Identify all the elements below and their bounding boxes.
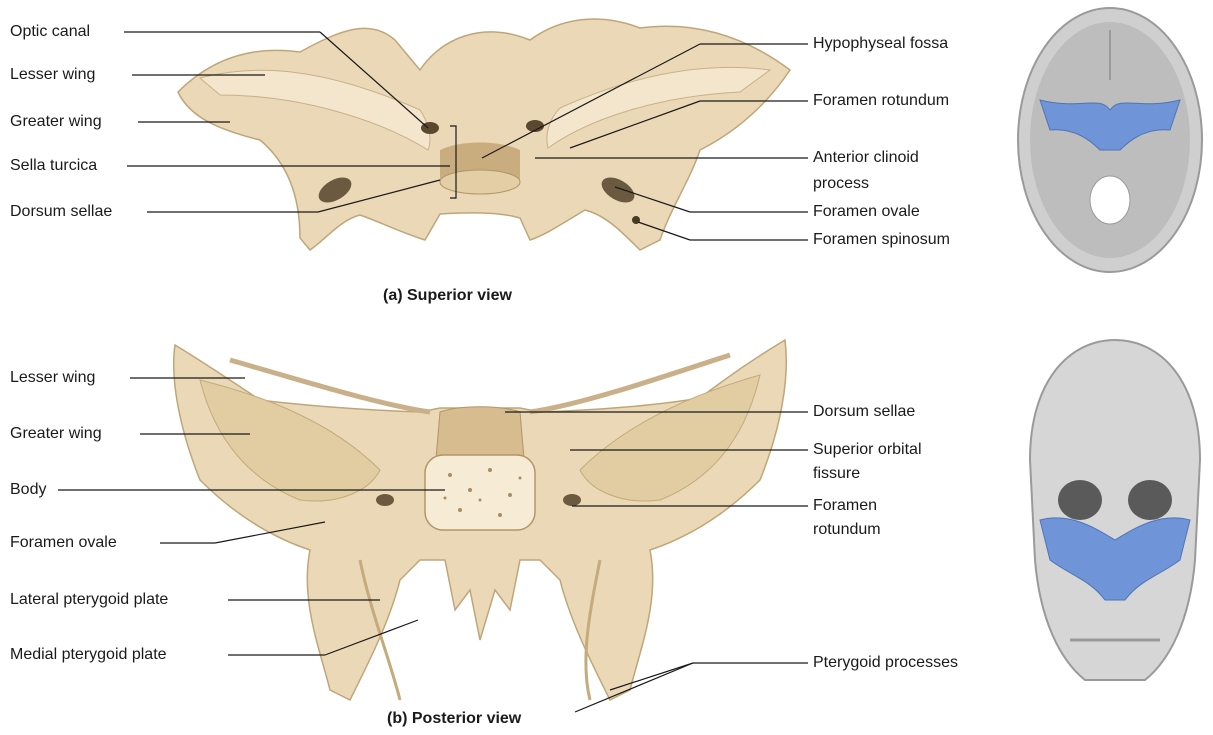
label-superior-orbital-2: fissure: [813, 464, 860, 483]
label-lesser-wing-a: Lesser wing: [10, 65, 95, 84]
label-foramen-rotundum-b-1: Foramen: [813, 496, 877, 515]
posterior-view-bone: [174, 340, 787, 700]
caption-superior-view: (a) Superior view: [383, 287, 512, 305]
label-foramen-rotundum-a: Foramen rotundum: [813, 91, 949, 110]
skull-anterior-inset: [1030, 340, 1200, 680]
label-superior-orbital-1: Superior orbital: [813, 440, 922, 459]
caption-posterior-view: (b) Posterior view: [387, 710, 521, 728]
label-foramen-rotundum-b-2: rotundum: [813, 520, 881, 539]
label-dorsum-sellae-a: Dorsum sellae: [10, 202, 112, 221]
label-greater-wing-a: Greater wing: [10, 112, 102, 131]
label-lateral-pterygoid-plate: Lateral pterygoid plate: [10, 590, 168, 609]
label-pterygoid-processes: Pterygoid processes: [813, 653, 958, 672]
label-body: Body: [10, 480, 46, 499]
label-anterior-clinoid-2: process: [813, 174, 869, 193]
label-anterior-clinoid-1: Anterior clinoid: [813, 148, 919, 167]
label-foramen-ovale-a: Foramen ovale: [813, 202, 920, 221]
label-lesser-wing-b: Lesser wing: [10, 368, 95, 387]
label-foramen-spinosum: Foramen spinosum: [813, 230, 950, 249]
label-medial-pterygoid-plate: Medial pterygoid plate: [10, 645, 167, 664]
superior-view-bone: [178, 19, 790, 250]
label-sella-turcica: Sella turcica: [10, 156, 97, 175]
label-foramen-ovale-b: Foramen ovale: [10, 533, 117, 552]
label-hypophyseal-fossa: Hypophyseal fossa: [813, 34, 948, 53]
skull-base-inset: [1018, 8, 1202, 272]
label-greater-wing-b: Greater wing: [10, 424, 102, 443]
label-dorsum-sellae-b: Dorsum sellae: [813, 402, 915, 421]
label-optic-canal: Optic canal: [10, 22, 90, 41]
